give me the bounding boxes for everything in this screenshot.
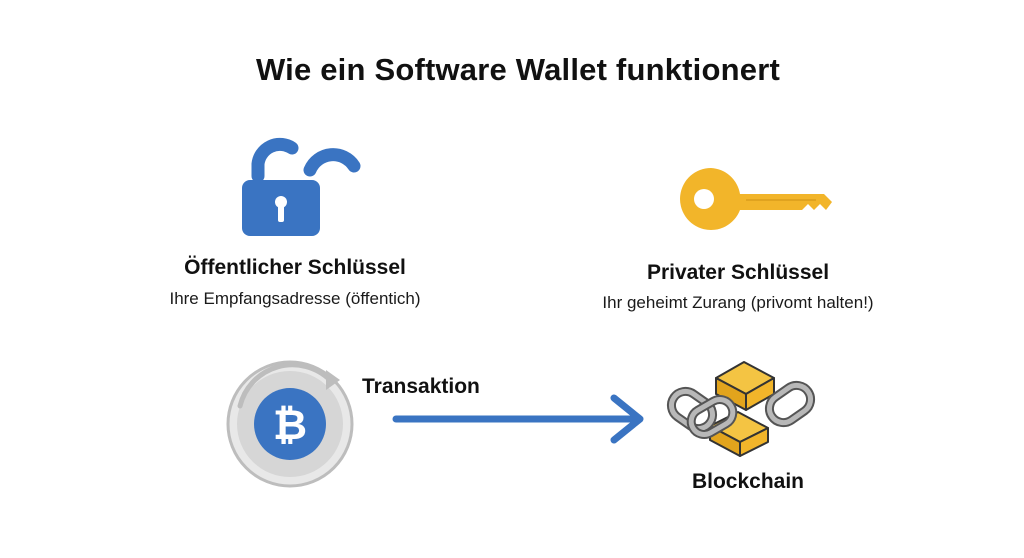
blockchain-chain-icon [666, 361, 816, 457]
transaction-arrow [392, 394, 644, 444]
padlock-open-icon [242, 137, 361, 236]
bitcoin-coin-icon: ₿ [226, 360, 354, 488]
public-key-subtitle: Ihre Empfangsadresse (öffentich) [169, 289, 421, 308]
page-title: Wie ein Software Wallet funktionert [255, 52, 780, 87]
private-key-title: Privater Schlüssel [646, 261, 830, 284]
public-key-title: Öffentlicher Schlüssel [184, 256, 406, 279]
key-icon [680, 168, 832, 230]
private-key-subtitle: Ihr geheimt Zurang (privomt halten!) [602, 293, 874, 312]
svg-text:₿: ₿ [273, 400, 307, 449]
blockchain-label: Blockchain [691, 470, 805, 493]
transaction-label: Transaktion [362, 375, 480, 398]
